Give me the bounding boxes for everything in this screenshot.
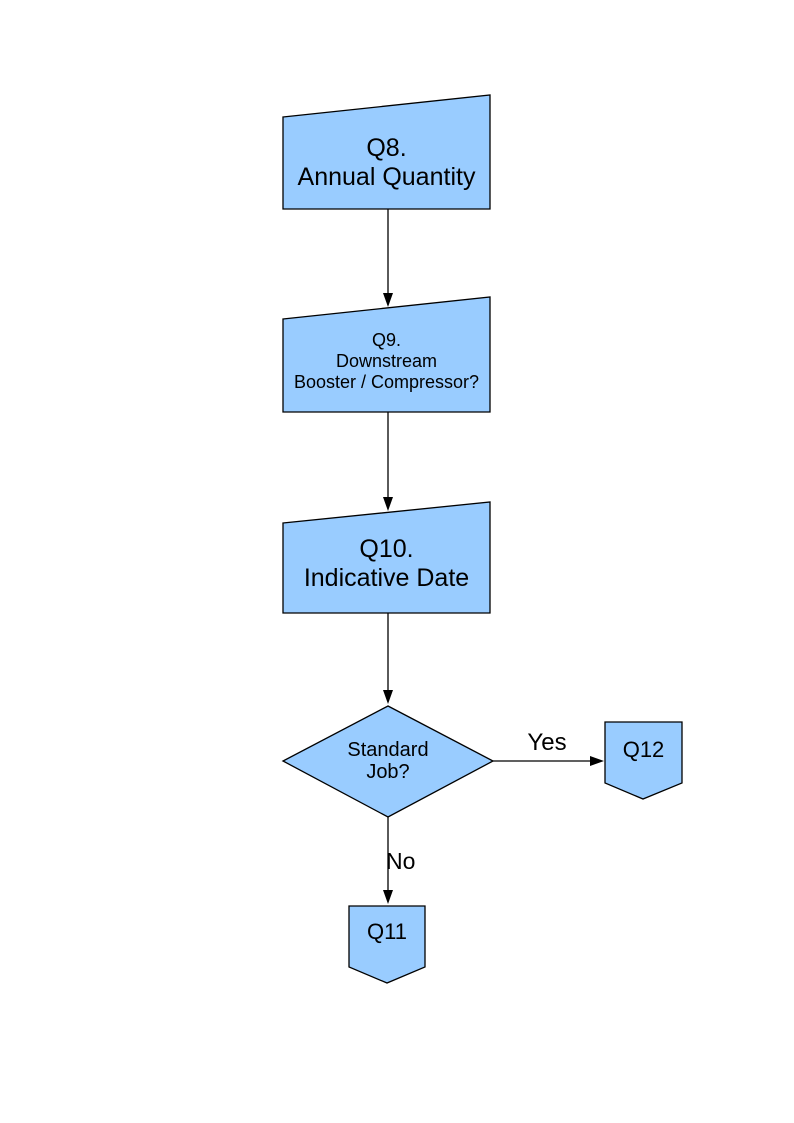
- node-q11-label: Q11: [367, 919, 407, 944]
- arrowhead-q8-q9: [383, 293, 393, 307]
- arrowhead-q9-q10: [383, 497, 393, 511]
- arrowhead-q10-decision: [383, 690, 393, 704]
- node-q12-shape: [604, 721, 683, 800]
- edge-no-label: No: [386, 848, 416, 874]
- arrowhead-yes: [590, 756, 604, 766]
- node-q9-shape: [282, 296, 491, 413]
- arrowhead-no: [383, 890, 393, 904]
- node-q11-shape: [348, 905, 426, 984]
- node-q8-label: Q8. Annual Quantity: [297, 134, 476, 191]
- node-q9-label: Q9. Downstream Booster / Compressor?: [293, 330, 480, 392]
- node-q10-shape: [282, 501, 491, 614]
- node-q8-shape: [282, 94, 491, 210]
- node-q10-label: Q10. Indicative Date: [303, 535, 470, 592]
- node-q12-label: Q12: [622, 737, 665, 762]
- node-standard-job-label: Standard Job?: [347, 739, 429, 783]
- edge-yes-label: Yes: [527, 729, 567, 756]
